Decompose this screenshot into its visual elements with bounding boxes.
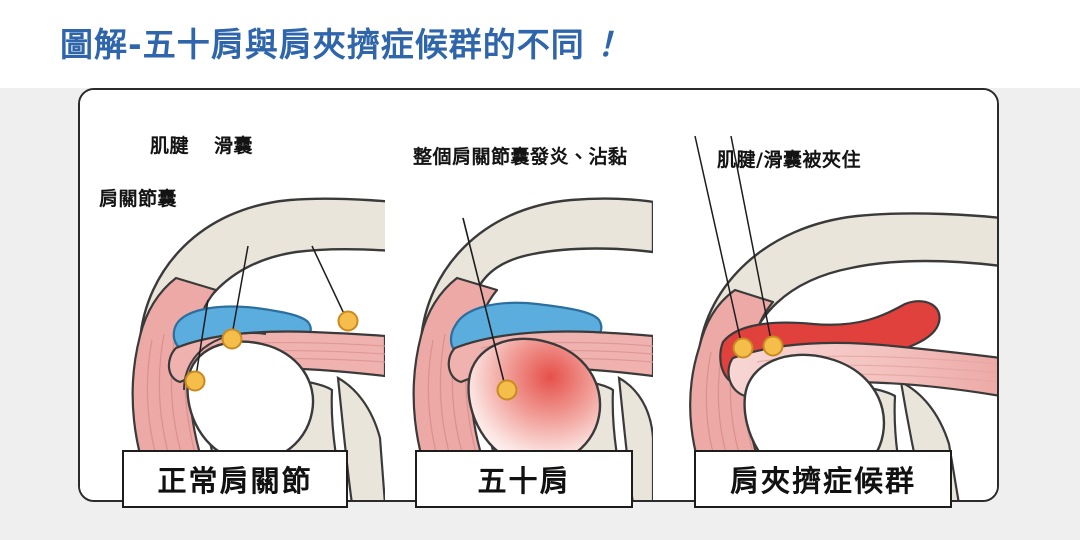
leader-lines [694,135,772,343]
title-band [0,0,1080,88]
panel-frozen-shoulder [385,90,653,500]
marker-dot [496,379,518,401]
panel-normal-shoulder [80,90,385,500]
annotation-capsule: 肩關節囊 [99,188,178,210]
page-title-exclamation: ！ [588,25,623,64]
caption-frozen-shoulder: 五十肩 [415,450,633,508]
marker-dots [732,335,784,359]
diagram-card [78,88,999,502]
annotation-tendon: 肌腱 [150,135,190,157]
annotation-pinched-tendon-bursa: 肌腱/滑囊被夾住 [717,149,861,171]
normal-shoulder-illustration [80,90,385,500]
page-title-text: 圖解-五十肩與肩夾擠症候群的不同 [60,25,585,64]
caption-normal-shoulder: 正常肩關節 [122,450,348,508]
caption-shoulder-impingement: 肩夾擠症候群 [694,450,952,508]
leader-lines [195,245,347,377]
page-title: 圖解-五十肩與肩夾擠症候群的不同！ [60,18,623,66]
annotation-frozen-capsule: 整個肩關節囊發炎、沾黏 [413,146,628,168]
panel-shoulder-impingement [653,90,997,500]
marker-dots [184,310,359,392]
annotation-bursa: 滑囊 [214,135,254,157]
